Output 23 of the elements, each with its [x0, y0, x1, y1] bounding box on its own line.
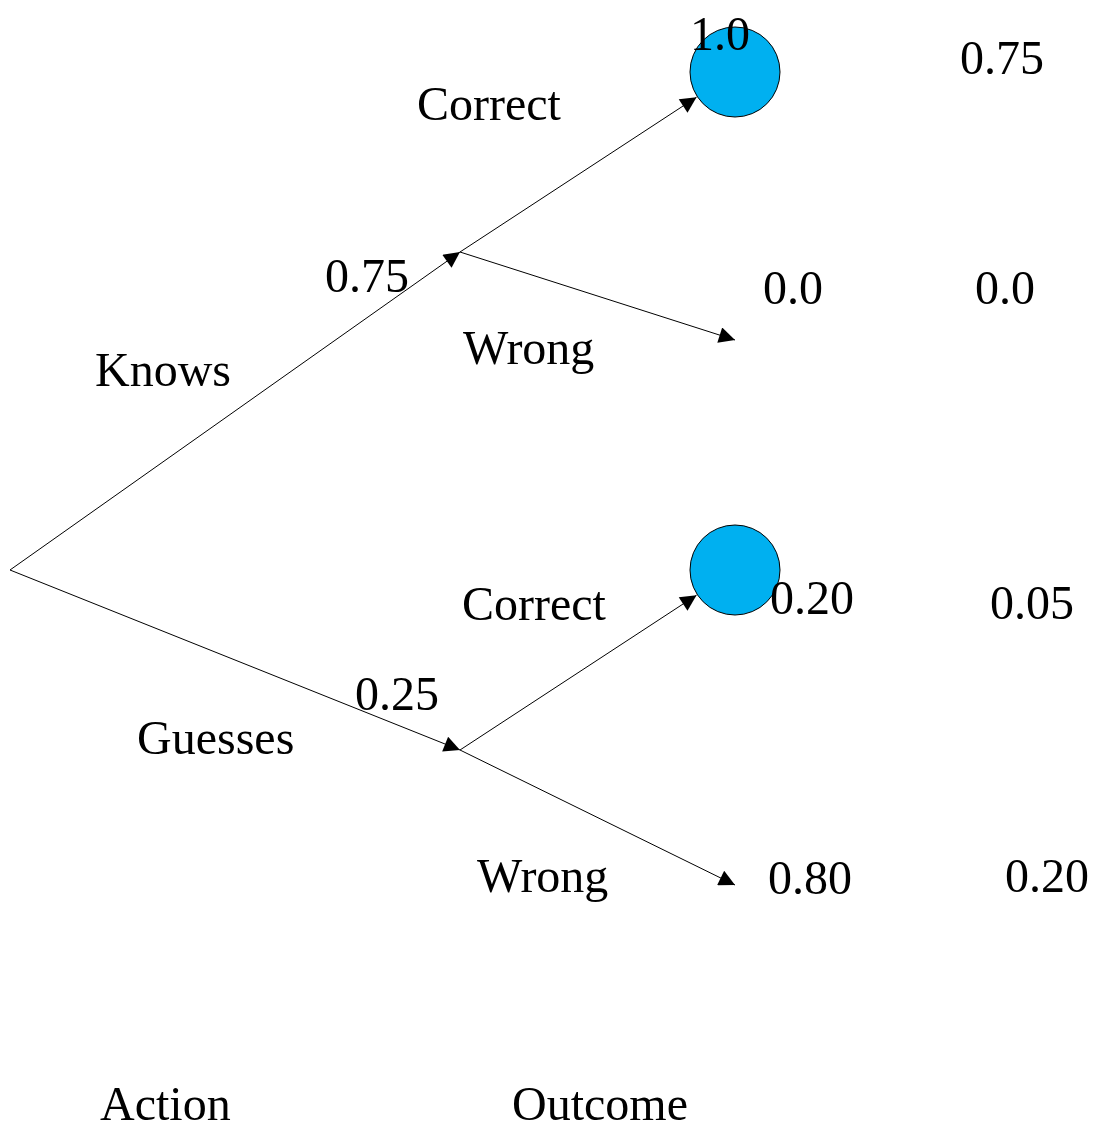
- probability-label: 0.75: [960, 32, 1044, 85]
- arrow: [9, 251, 461, 571]
- edge-label: Guesses: [137, 712, 295, 765]
- edge-label: Correct: [417, 78, 561, 131]
- edge-label: Wrong: [463, 322, 595, 375]
- probability-label: 0.80: [768, 852, 852, 905]
- probability-label: 0.25: [355, 668, 439, 721]
- probability-label: 0.05: [990, 577, 1074, 630]
- arrow: [9, 569, 461, 752]
- arrow: [459, 251, 736, 343]
- edge-label: Wrong: [477, 850, 609, 903]
- probability-label: 0.0: [763, 262, 823, 315]
- edge-label: Knows: [95, 344, 231, 397]
- probability-label: 0.20: [1005, 850, 1089, 903]
- probability-label: 0.0: [975, 262, 1035, 315]
- arrow: [459, 749, 736, 886]
- arrow: [459, 96, 697, 253]
- probability-label: 0.20: [770, 572, 854, 625]
- edge-label: Correct: [462, 578, 606, 631]
- probability-label: 0.75: [325, 250, 409, 303]
- column-heading: Outcome: [512, 1078, 688, 1131]
- arrow: [459, 594, 697, 751]
- column-heading: Action: [100, 1078, 231, 1131]
